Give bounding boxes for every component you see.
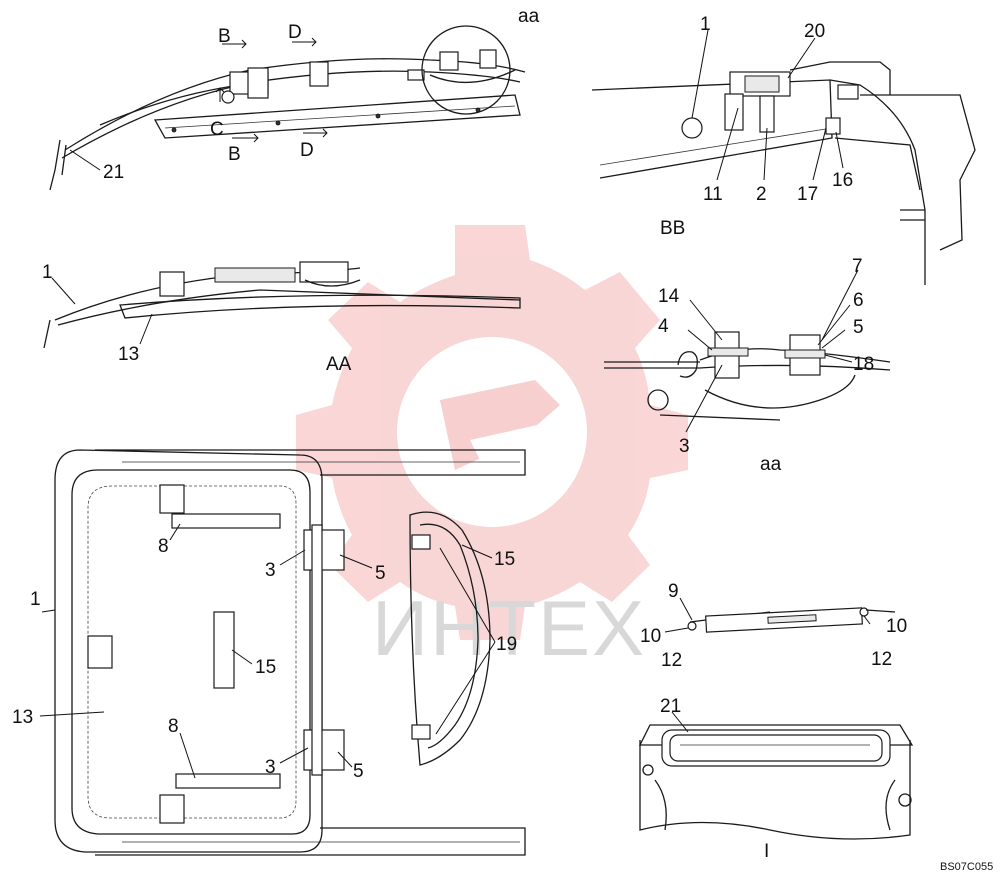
label-section-d-bottom: D	[300, 140, 314, 161]
label-strut-part-12-left: 12	[661, 650, 682, 671]
label-strut-part-10-right: 10	[886, 616, 907, 637]
label-plan-part-3-bottom: 3	[265, 757, 276, 778]
label-front-part-21: 21	[660, 696, 681, 717]
title-view-bb: BB	[660, 218, 685, 239]
label-aa-detail-18: 18	[853, 354, 874, 375]
label-aa-detail-14: 14	[658, 286, 680, 307]
label-bb-part-2: 2	[756, 184, 767, 205]
gas-strut-detail	[664, 597, 896, 633]
watermark-gear-logo	[296, 225, 688, 640]
label-bb-part-16: 16	[832, 170, 853, 191]
label-section-d-top: D	[288, 22, 302, 43]
label-plan-part-8-bottom: 8	[168, 716, 179, 737]
label-plan-part-3-top: 3	[265, 560, 276, 581]
label-strut-part-9: 9	[668, 581, 679, 602]
label-aa-part-13: 13	[118, 344, 139, 365]
drawing-code: BS07C055	[940, 861, 993, 873]
side-view-aa	[43, 261, 521, 349]
section-view-bb	[591, 29, 976, 285]
detail-view-aa	[604, 269, 891, 433]
title-detail-aa: aa	[760, 454, 782, 475]
label-plan-part-8-top: 8	[158, 536, 169, 557]
label-section-b-top: B	[218, 26, 231, 47]
side-view-top	[49, 25, 526, 191]
label-aa-detail-4: 4	[658, 316, 669, 337]
label-detail-aa-marker: aa	[518, 6, 540, 27]
label-plan-part-13: 13	[12, 707, 33, 728]
label-handle-part-19: 19	[496, 634, 517, 655]
label-aa-detail-6: 6	[853, 290, 864, 311]
label-plan-part-5-bottom: 5	[353, 761, 364, 782]
title-view-aa: AA	[326, 354, 352, 375]
label-aa-detail-5: 5	[853, 317, 864, 338]
label-part-21-side: 21	[103, 162, 124, 183]
label-aa-part-1: 1	[42, 262, 53, 283]
label-aa-detail-3: 3	[679, 436, 690, 457]
front-view-i	[638, 711, 914, 840]
label-bb-part-1: 1	[700, 14, 711, 35]
title-view-i: I	[764, 841, 769, 862]
label-handle-part-15: 15	[494, 549, 515, 570]
label-strut-part-12-right: 12	[871, 649, 892, 670]
watermark-text: ИНТЕХ	[372, 584, 646, 672]
label-strut-part-10-left: 10	[640, 626, 661, 647]
plan-view-sunroof	[39, 449, 526, 856]
label-bb-part-20: 20	[804, 21, 825, 42]
label-plan-part-5-top: 5	[375, 563, 386, 584]
label-bb-part-17: 17	[797, 184, 818, 205]
label-plan-part-15: 15	[255, 657, 276, 678]
label-view-c: C	[210, 119, 224, 140]
label-aa-detail-7: 7	[852, 256, 863, 277]
label-plan-part-1: 1	[30, 589, 41, 610]
label-bb-part-11: 11	[703, 184, 723, 205]
handle-side-view	[409, 511, 496, 766]
label-section-b-bottom: B	[228, 144, 241, 165]
